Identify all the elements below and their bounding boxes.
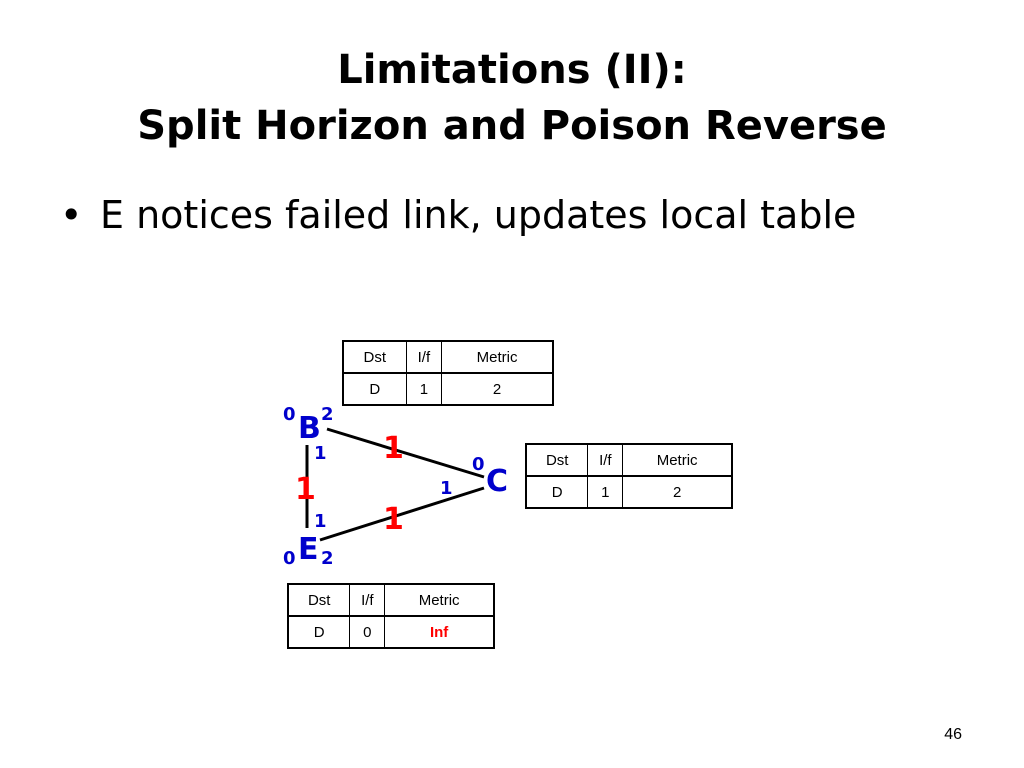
port-b-bottom: 1 (314, 443, 327, 464)
title-line-1: Limitations (II): (337, 47, 687, 93)
port-e-left: 0 (283, 548, 296, 569)
port-c-left: 1 (440, 478, 453, 499)
header-dst: Dst (342, 340, 407, 374)
bullet-item: • E notices failed link, updates local ta… (60, 190, 856, 240)
routing-table-b: Dst I/f Metric D 1 2 (342, 340, 554, 406)
cost-e-c: 1 (383, 502, 404, 537)
header-metric: Metric (622, 443, 733, 477)
cell-dst: D (525, 475, 589, 509)
cell-metric: 2 (441, 372, 554, 406)
cell-if: 1 (405, 372, 443, 406)
slide-title: Limitations (II): Split Horizon and Pois… (0, 42, 1024, 154)
header-dst: Dst (287, 583, 351, 617)
port-e-top: 1 (314, 511, 327, 532)
port-b-right: 2 (321, 404, 334, 425)
link-e-c (319, 486, 485, 542)
bullet-text: E notices failed link, updates local tab… (100, 193, 857, 237)
header-metric: Metric (441, 340, 554, 374)
cell-if: 1 (587, 475, 624, 509)
routing-table-c: Dst I/f Metric D 1 2 (525, 443, 733, 509)
port-b-left: 0 (283, 404, 296, 425)
cell-dst: D (287, 615, 351, 649)
node-e-label: E (298, 532, 319, 567)
title-line-2: Split Horizon and Poison Reverse (137, 103, 887, 149)
port-c-top: 0 (472, 454, 485, 475)
node-b-label: B (298, 411, 321, 446)
routing-table-e: Dst I/f Metric D 0 Inf (287, 583, 495, 649)
header-dst: Dst (525, 443, 589, 477)
cell-dst: D (342, 372, 407, 406)
bullet-icon: • (60, 193, 83, 237)
cost-b-e: 1 (295, 472, 316, 507)
cell-if: 0 (349, 615, 386, 649)
link-b-c (326, 427, 485, 479)
cost-b-c: 1 (383, 431, 404, 466)
header-if: I/f (405, 340, 443, 374)
node-c-label: C (486, 464, 508, 499)
port-e-right: 2 (321, 548, 334, 569)
cell-metric-inf: Inf (384, 615, 495, 649)
header-if: I/f (349, 583, 386, 617)
cell-metric: 2 (622, 475, 733, 509)
header-metric: Metric (384, 583, 495, 617)
page-number: 46 (944, 726, 962, 743)
header-if: I/f (587, 443, 624, 477)
